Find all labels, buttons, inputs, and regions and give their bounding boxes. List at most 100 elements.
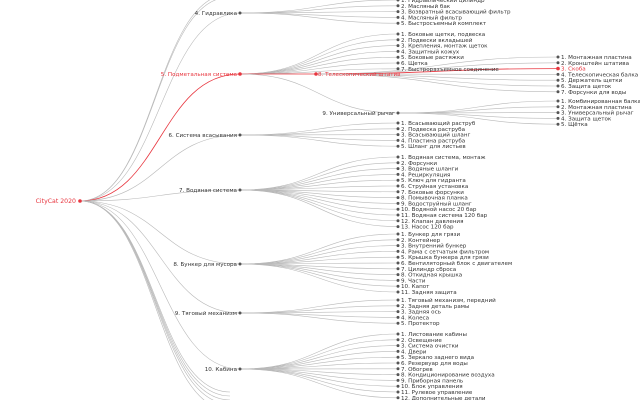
leaf-node[interactable]: [396, 121, 400, 125]
group-label[interactable]: 6. Система всасывания: [168, 133, 237, 139]
branch-node[interactable]: [396, 111, 400, 115]
leaf-label[interactable]: 7. Обогрев: [401, 367, 433, 373]
leaf-node[interactable]: [396, 32, 400, 36]
leaf-label[interactable]: 5. Ключ для гидранта: [401, 178, 466, 184]
leaf-label[interactable]: 5. Протектор: [401, 321, 440, 327]
leaf-node[interactable]: [396, 49, 400, 53]
sub-leaf-node[interactable]: [556, 78, 560, 82]
sub-leaf-node[interactable]: [556, 72, 560, 76]
leaf-label[interactable]: 3. Задняя ось: [401, 310, 441, 316]
leaf-label[interactable]: 4. Колеса: [401, 315, 429, 321]
group-node[interactable]: [238, 367, 242, 371]
leaf-node[interactable]: [396, 144, 400, 148]
leaf-node[interactable]: [396, 355, 400, 359]
leaf-node[interactable]: [396, 4, 400, 8]
leaf-label[interactable]: 6. Струйная установка: [401, 183, 468, 190]
leaf-label[interactable]: 2. Задняя деталь рамы: [401, 304, 469, 310]
leaf-node[interactable]: [396, 267, 400, 271]
leaf-label[interactable]: 4. Защитный кожух: [401, 48, 460, 55]
leaf-label[interactable]: 9. Части: [401, 278, 426, 284]
sub-leaf-label[interactable]: 7. Форсунки для воды: [561, 90, 626, 96]
leaf-label[interactable]: 2. Подвески вкладышей: [401, 37, 473, 44]
leaf-node[interactable]: [396, 232, 400, 236]
leaf-node[interactable]: [396, 178, 400, 182]
sub-leaf-label[interactable]: 1. Комбинированная балка: [561, 99, 640, 105]
leaf-node[interactable]: [396, 332, 400, 336]
leaf-label[interactable]: 1. Гидравлический цилиндр: [401, 0, 485, 4]
leaf-node[interactable]: [396, 133, 400, 137]
leaf-node[interactable]: [396, 184, 400, 188]
group-label[interactable]: 7. Водяная система: [179, 188, 237, 194]
leaf-node[interactable]: [396, 249, 400, 253]
leaf-node[interactable]: [396, 378, 400, 382]
sub-leaf-label[interactable]: 4. Защита щеток: [561, 116, 612, 122]
leaf-label[interactable]: 4. Пластина раструба: [401, 138, 465, 144]
leaf-node[interactable]: [396, 61, 400, 65]
leaf-label[interactable]: 2. Контейнер: [401, 237, 441, 244]
leaf-label[interactable]: 1. Тяговый механизм, передний: [401, 297, 496, 304]
leaf-node[interactable]: [396, 127, 400, 131]
leaf-node[interactable]: [396, 261, 400, 265]
leaf-node[interactable]: [396, 225, 400, 229]
leaf-label[interactable]: 6. Вентиляторный блок с двигателем: [401, 260, 512, 267]
leaf-label[interactable]: 5. Шланг для листьев: [401, 144, 466, 150]
leaf-label[interactable]: 1. Водяная система, монтаж: [401, 155, 486, 161]
branch-label[interactable]: 9. Универсальный рычаг: [322, 110, 395, 117]
leaf-node[interactable]: [396, 38, 400, 42]
leaf-node[interactable]: [396, 244, 400, 248]
leaf-label[interactable]: 10. Блок управления: [401, 384, 463, 390]
leaf-node[interactable]: [396, 384, 400, 388]
leaf-label[interactable]: 3. Всасывающий шланг: [401, 132, 470, 139]
leaf-node[interactable]: [396, 44, 400, 48]
leaf-label[interactable]: 4. Масляный фильтр: [401, 14, 462, 21]
leaf-label[interactable]: 2. Масляный бак: [401, 3, 451, 10]
group-label[interactable]: 8. Бункер для мусора: [173, 262, 237, 268]
group-node[interactable]: [238, 133, 242, 137]
sub-leaf-label[interactable]: 3. Скоба: [561, 67, 586, 73]
leaf-label[interactable]: 3. Водяные шланги: [401, 167, 459, 173]
branch-node[interactable]: [314, 72, 318, 76]
leaf-label[interactable]: 8. Откидная крышка: [401, 273, 462, 279]
leaf-node[interactable]: [396, 0, 400, 2]
sub-leaf-label[interactable]: 6. Защита щеток: [561, 84, 612, 90]
leaf-label[interactable]: 1. Всасывающий раструб: [401, 120, 476, 127]
leaf-node[interactable]: [396, 138, 400, 142]
leaf-node[interactable]: [396, 344, 400, 348]
leaf-node[interactable]: [396, 390, 400, 394]
group-label[interactable]: 5. Подметальная система: [161, 72, 237, 78]
leaf-label[interactable]: 3. Возвратный всасывающий фильтр: [401, 9, 511, 16]
leaf-node[interactable]: [396, 321, 400, 325]
leaf-label[interactable]: 7. Цилиндр сброса: [401, 267, 456, 273]
leaf-node[interactable]: [396, 338, 400, 342]
leaf-node[interactable]: [396, 10, 400, 14]
leaf-label[interactable]: 5. Боковые растяжки: [401, 55, 464, 61]
leaf-node[interactable]: [396, 290, 400, 294]
sub-leaf-node[interactable]: [556, 116, 560, 120]
leaf-label[interactable]: 5. Быстросъемный комплект: [401, 20, 487, 27]
leaf-label[interactable]: 10. Водяной насос 20 бар: [401, 206, 477, 213]
leaf-node[interactable]: [396, 219, 400, 223]
leaf-label[interactable]: 4. Рециркуляция: [401, 172, 450, 178]
leaf-node[interactable]: [396, 207, 400, 211]
group-node[interactable]: [238, 311, 242, 315]
leaf-label[interactable]: 1. Бункер для грязи: [401, 232, 460, 238]
leaf-node[interactable]: [396, 315, 400, 319]
group-label[interactable]: 4. Гидравлика: [195, 11, 237, 17]
group-label[interactable]: 9. Тяговый механизм: [175, 310, 237, 317]
leaf-label[interactable]: 10. Капот: [401, 284, 430, 290]
leaf-node[interactable]: [396, 201, 400, 205]
leaf-node[interactable]: [396, 167, 400, 171]
root-label[interactable]: CityCat 2020: [36, 198, 76, 205]
group-label[interactable]: 10. Кабина: [205, 367, 237, 373]
leaf-label[interactable]: 5. Зеркало заднего вида: [401, 355, 474, 361]
leaf-node[interactable]: [396, 238, 400, 242]
leaf-node[interactable]: [396, 21, 400, 25]
sub-leaf-node[interactable]: [556, 90, 560, 94]
sub-leaf-node[interactable]: [556, 61, 560, 65]
leaf-node[interactable]: [396, 273, 400, 277]
group-node[interactable]: [238, 262, 242, 266]
leaf-node[interactable]: [396, 298, 400, 302]
root-node[interactable]: [78, 199, 82, 203]
branch-label[interactable]: 8. Телескопический штатив: [318, 71, 400, 78]
sub-leaf-node[interactable]: [556, 66, 560, 71]
